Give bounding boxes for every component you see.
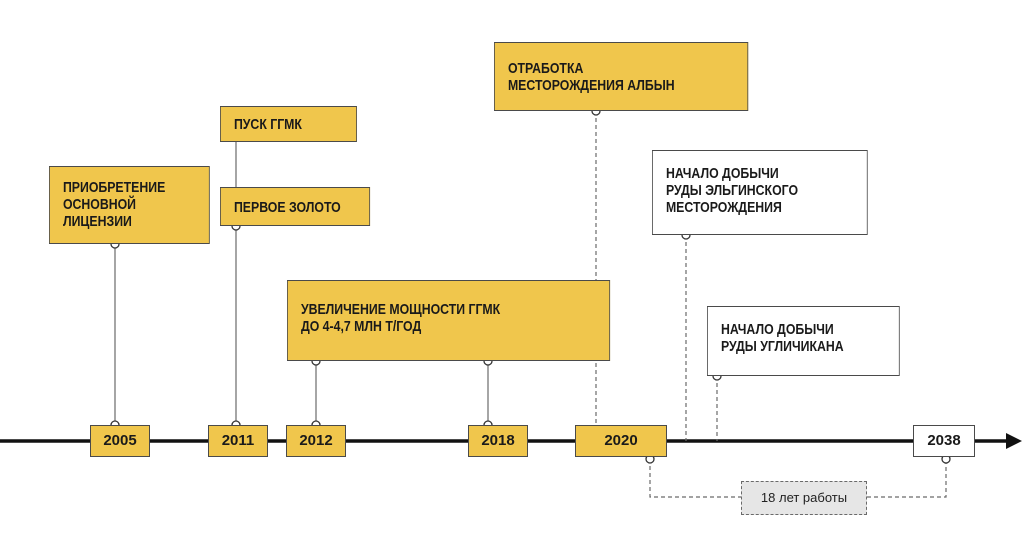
event-first-gold: ПЕРВОЕ ЗОЛОТО: [220, 187, 370, 226]
year-2005: 2005: [90, 425, 150, 457]
duration-bracket-end: [867, 459, 947, 498]
event-uglichikan: НАЧАЛО ДОБЫЧИ РУДЫ УГЛИЧИКАНА: [707, 306, 900, 376]
year-2011: 2011: [208, 425, 268, 457]
year-2018: 2018: [468, 425, 528, 457]
duration-label: 18 лет работы: [741, 481, 867, 515]
event-capacity: УВЕЛИЧЕНИЕ МОЩНОСТИ ГГМК ДО 4-4,7 МЛН Т/…: [287, 280, 610, 361]
year-2038: 2038: [913, 425, 975, 457]
event-launch: ПУСК ГГМК: [220, 106, 357, 142]
duration-bracket: [649, 459, 741, 498]
event-license: ПРИОБРЕТЕНИЕ ОСНОВНОЙ ЛИЦЕНЗИИ: [49, 166, 210, 244]
timeline-arrowhead: [1006, 433, 1022, 449]
year-2020: 2020: [575, 425, 667, 457]
event-albyn: ОТРАБОТКА МЕСТОРОЖДЕНИЯ АЛБЫН: [494, 42, 748, 111]
event-elga: НАЧАЛО ДОБЫЧИ РУДЫ ЭЛЬГИНСКОГО МЕСТОРОЖД…: [652, 150, 868, 235]
year-2012: 2012: [286, 425, 346, 457]
